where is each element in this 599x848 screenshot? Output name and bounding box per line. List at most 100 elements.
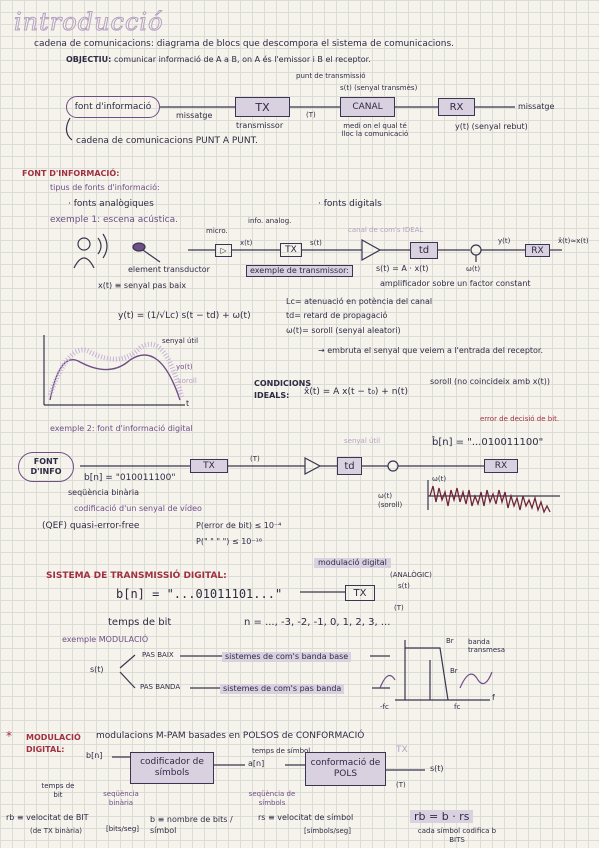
- fc: fc: [454, 703, 461, 711]
- cadena-definition: cadena de comunicacions: diagrama de blo…: [34, 39, 455, 49]
- ct3-label: (T): [394, 604, 404, 612]
- tx4-label: TX: [396, 745, 408, 755]
- codificacio-video: codificació d'un senyal de vídeo: [74, 504, 202, 513]
- y-equation: y(t) = (1/√Lc) s(t − td) + ω(t): [118, 311, 251, 321]
- micro-block: ▷: [215, 244, 232, 257]
- pas-baix-label: PAS BAIX: [142, 651, 174, 659]
- rx3-block: RX: [484, 459, 518, 473]
- prob-2: P(" " " ") ≤ 10⁻¹⁶: [196, 537, 263, 546]
- sequencia-binaria-4: seqüència binària: [103, 790, 139, 808]
- real-x-label: x̂(t)≈x(t): [558, 237, 589, 245]
- bn-digital-seq: b[n] = "...01011101...": [116, 587, 283, 601]
- fonts-analogiques: · fonts analògiques: [68, 199, 154, 209]
- temps-de-bit: temps de bit: [108, 617, 172, 628]
- tx2-block: TX: [190, 459, 228, 473]
- xt-label: x(t): [240, 239, 253, 247]
- sequencia-simbols: seqüència de símbols: [248, 790, 296, 808]
- senyal-transmes-label: s(t) (senyal transmès): [340, 84, 418, 92]
- noise-axis-label: ω(t): [432, 475, 447, 483]
- rb-equation: rb = b · rs: [410, 810, 474, 823]
- minus-fc: -fc: [380, 703, 389, 711]
- an-label: a[n]: [248, 759, 265, 768]
- st-eq: s(t) = A · x(t): [376, 264, 429, 273]
- rb-equation-note: cada símbol codifica b BITS: [417, 827, 497, 845]
- element-transductor: element transductor: [128, 265, 210, 274]
- wt-def: ω(t)= soroll (senyal aleatori): [286, 326, 401, 335]
- st-modulacio: s(t): [90, 665, 104, 674]
- sistemes-banda-base: sistemes de com's banda base: [222, 652, 352, 662]
- td-def: td= retard de propagació: [286, 311, 388, 320]
- embruta-note: → embruta el senyal que veiem a l'entrad…: [318, 346, 544, 355]
- br2-label: Br: [450, 667, 458, 675]
- exemple-transmissor: exemple de transmissor:: [246, 265, 353, 277]
- xt-senyal-pas-baix: x(t) ≡ senyal pas baix: [98, 281, 187, 290]
- bn-hat: b̂[n] = "...010011100": [432, 437, 544, 448]
- temps-simbol: temps de símbol: [252, 747, 311, 755]
- objectiu-label: OBJECTIU:: [66, 55, 112, 64]
- analogic-label: (ANALÒGIC): [390, 571, 432, 579]
- n-range: n = ..., -3, -2, -1, 0, 1, 2, 3, ...: [244, 617, 391, 628]
- canal-block: CANAL: [340, 97, 395, 117]
- punt-a-punt: cadena de comunicacions PUNT A PUNT.: [76, 136, 258, 146]
- st-label: s(t): [310, 239, 322, 247]
- yt2-label: y(t): [498, 237, 511, 245]
- td2-block: td: [337, 457, 362, 475]
- error-decisio-label: error de decisió de bit.: [480, 415, 560, 423]
- yo-label: yo(t): [176, 363, 193, 371]
- tipus-fonts: tipus de fonts d'informació:: [50, 183, 160, 192]
- bn-seq: b[n] = "010011100": [84, 473, 176, 483]
- modulacio-digital-heading: MODULACIÓ DIGITAL:: [26, 733, 81, 754]
- fonts-digitals: · fonts digitals: [318, 199, 382, 209]
- page-title: introducció: [14, 8, 164, 37]
- soroll-note: soroll (no coincideix amb x(t)): [430, 377, 550, 386]
- st3-label: s(t): [398, 582, 410, 590]
- wt-soroll: ω(t) (soroll): [378, 492, 403, 510]
- rx2-block: RX: [525, 244, 550, 257]
- yt-label: y(t) (senyal rebut): [455, 122, 528, 131]
- font-informacio-box: font d'informació: [66, 96, 160, 118]
- star-mark: *: [6, 729, 12, 743]
- senyal-util-label: senyal útil: [162, 337, 199, 345]
- exemple-modulacio: exemple MODULACIÓ: [62, 635, 149, 644]
- ct4-label: (T): [396, 781, 406, 789]
- t-axis-label: t: [186, 399, 190, 408]
- mpam-title: modulacions M-PAM basades en POLSOS de C…: [96, 731, 365, 741]
- missatge-left: missatge: [176, 111, 213, 120]
- medi-label: medi on el qual té lloc la comunicació: [341, 122, 409, 139]
- ct-label: (T): [306, 111, 316, 119]
- objectiu-text: comunicar informació de A a B, on A és l…: [114, 55, 371, 64]
- td-block: td: [410, 242, 438, 259]
- f-axis: f: [492, 693, 495, 702]
- b-def: b ≡ nombre de bits / símbol: [150, 815, 233, 836]
- condicions-ideals: CONDICIONS IDEALS:: [254, 379, 312, 400]
- sistema-transmissio-heading: SISTEMA DE TRANSMISSIÓ DIGITAL:: [46, 571, 227, 581]
- sequencia-binaria: seqüència binària: [68, 488, 139, 497]
- banda-transmesa: banda transmesa: [468, 638, 506, 655]
- amplificador-note: amplificador sobre un factor constant: [380, 279, 531, 288]
- sistemes-pas-banda: sistemes de com's pas banda: [220, 684, 345, 694]
- font-informacio-heading: FONT D'INFORMACIÓ:: [22, 169, 120, 178]
- exemple-1: exemple 1: escena acústica.: [50, 215, 178, 225]
- tx3-block: TX: [345, 585, 375, 601]
- pas-banda-label: PAS BANDA: [140, 683, 181, 691]
- tx-mini-block: TX: [280, 243, 302, 257]
- modulacio-digital-tag: modulació digital: [314, 558, 391, 568]
- prob-1: P(error de bit) ≤ 10⁻⁴: [196, 521, 282, 530]
- exemple-2: exemple 2: font d'informació digital: [50, 424, 193, 433]
- canal-ideal-label: canal de com's IDEAL: [348, 226, 424, 234]
- temps-bit-label: temps de bit: [41, 782, 75, 800]
- qef-label: (QEF) quasi-error-free: [42, 521, 140, 531]
- rb-def-note: (de TX binària): [30, 827, 82, 835]
- rb-def: rb ≡ velocitat de BIT: [6, 813, 89, 822]
- senyal-util2: senyal útil: [344, 437, 381, 445]
- lc-def: Lc= atenuació en potència del canal: [286, 297, 433, 306]
- codificador-block: codificador de símbols: [130, 752, 214, 784]
- rs-unit: [símbols/seg]: [304, 827, 351, 835]
- transmissor-label: transmissor: [236, 121, 284, 130]
- punt-transmissio: punt de transmissió: [296, 72, 366, 80]
- st4-label: s(t): [430, 764, 444, 773]
- tx-block: TX: [235, 97, 290, 117]
- wt-label: ω(t): [466, 265, 481, 273]
- rs-def: rs ≡ velocitat de símbol: [258, 813, 354, 822]
